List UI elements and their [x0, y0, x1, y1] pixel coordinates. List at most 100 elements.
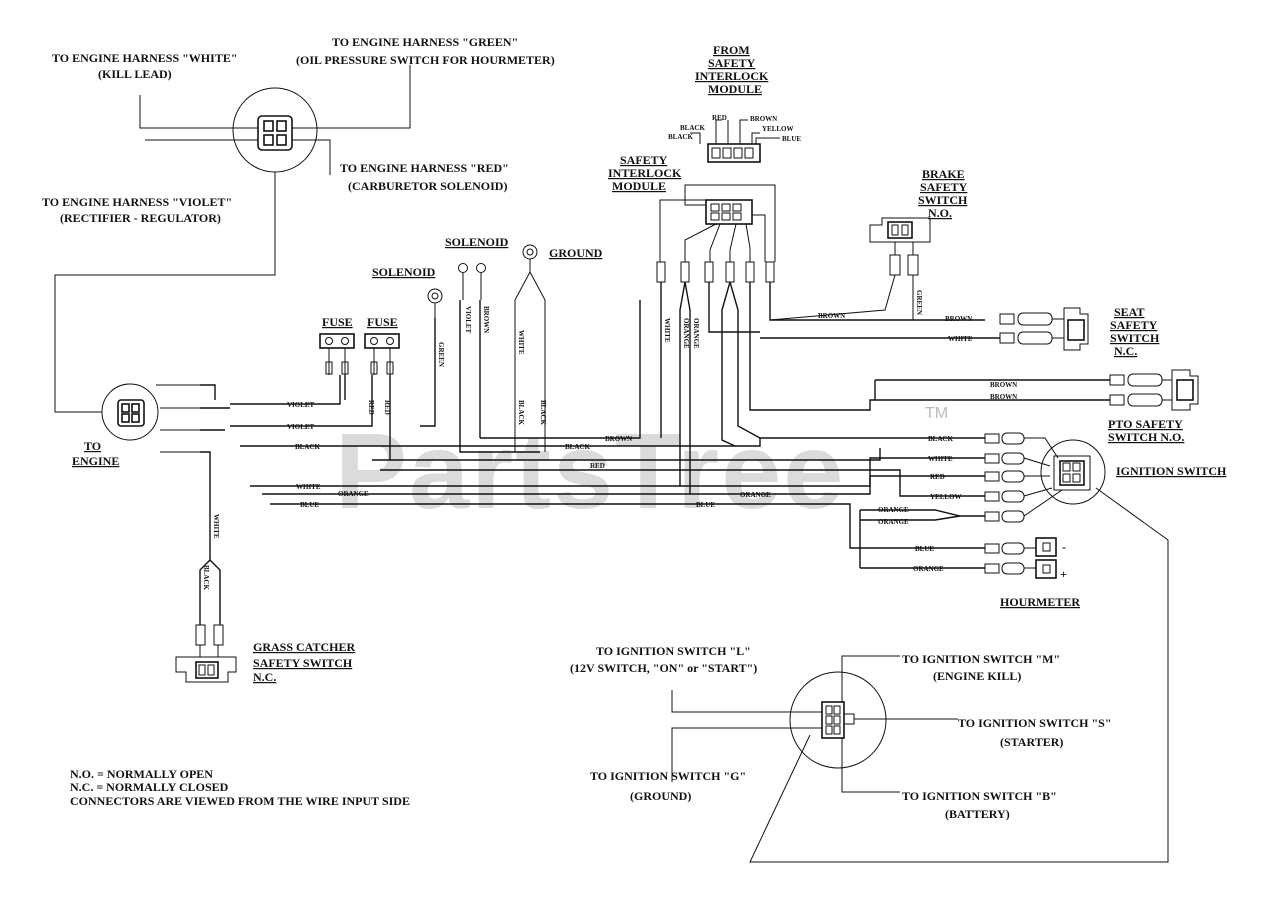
wire-orange-3: ORANGE [682, 318, 690, 349]
label-engine-white: TO ENGINE HARNESS "WHITE" [52, 51, 237, 65]
fuse-1 [319, 333, 355, 375]
label-seat-switch: SWITCH [1110, 331, 1160, 345]
label-pto-switch: SWITCH N.O. [1108, 430, 1184, 444]
wire-red-1: RED [590, 462, 605, 470]
label-ign-s: TO IGNITION SWITCH "S" [958, 716, 1111, 730]
solenoid-terminal-2 [458, 263, 486, 300]
label-ign-m-desc: (ENGINE KILL) [933, 669, 1021, 683]
wire-yellow-2: YELLOW [930, 493, 962, 501]
label-ign-b: TO IGNITION SWITCH "B" [902, 789, 1057, 803]
grass-catcher-connector [175, 624, 237, 683]
label-ignition-switch: IGNITION SWITCH [1116, 464, 1227, 478]
from-interlock-connector [690, 119, 780, 163]
legend-no: N.O. = NORMALLY OPEN [70, 767, 213, 781]
label-engine: ENGINE [72, 454, 119, 468]
brake-switch-connector [769, 217, 985, 321]
label-ign-l-desc: (12V SWITCH, "ON" or "START") [570, 661, 757, 675]
label-oil-pressure: (OIL PRESSURE SWITCH FOR HOURMETER) [296, 53, 555, 67]
wire-black-2: BLACK [565, 443, 590, 451]
label-sim-safety: SAFETY [620, 153, 668, 167]
label-fuse-2: FUSE [367, 315, 398, 329]
hourmeter-plus: + [1060, 567, 1067, 581]
wire-black-6: BLACK [680, 124, 705, 132]
wire-orange-7: ORANGE [913, 565, 944, 573]
wire-white-6: WHITE [212, 514, 220, 539]
wire-orange-4: ORANGE [692, 318, 700, 349]
wire-orange-5: ORANGE [878, 506, 909, 514]
watermark-tm: TM [925, 405, 948, 422]
wire-brown-2: BROWN [482, 306, 490, 333]
label-ign-s-desc: (STARTER) [1000, 735, 1063, 749]
label-to: TO [84, 439, 101, 453]
label-seat: SEAT [1114, 305, 1144, 319]
label-hourmeter: HOURMETER [1000, 595, 1080, 609]
ignition-switch-bottom [789, 671, 887, 769]
wire-violet-2: VIOLET [287, 423, 315, 431]
interlock-module-connector [705, 199, 753, 225]
wire-brown-7: BROWN [990, 393, 1017, 401]
legend-connectors: CONNECTORS ARE VIEWED FROM THE WIRE INPU… [70, 794, 410, 808]
solenoid-terminal-1 [427, 288, 443, 318]
wire-black-5: BLACK [668, 133, 693, 141]
wire-black-1: BLACK [295, 443, 320, 451]
label-brake-safety: SAFETY [920, 180, 968, 194]
label-from-safety: SAFETY [708, 56, 756, 70]
wire-red-5: RED [930, 473, 945, 481]
wire-brown-1: BROWN [605, 435, 632, 443]
wire-blue-2: BLUE [696, 501, 715, 509]
wire-white-5: WHITE [928, 455, 953, 463]
label-kill-lead: (KILL LEAD) [98, 67, 172, 81]
label-from-interlock: INTERLOCK [695, 69, 769, 83]
ignition-switch-plugs [984, 432, 1063, 523]
fuse-2 [364, 333, 400, 375]
label-ign-m: TO IGNITION SWITCH "M" [902, 652, 1060, 666]
wire-blue-4: BLUE [915, 545, 934, 553]
wire-green-1: GREEN [437, 342, 445, 367]
label-from-module: MODULE [708, 82, 762, 96]
engine-harness-connector [232, 87, 318, 173]
label-engine-green: TO ENGINE HARNESS "GREEN" [332, 35, 518, 49]
label-rectifier: (RECTIFIER - REGULATOR) [60, 211, 221, 225]
label-fuse-1: FUSE [322, 315, 353, 329]
wire-red-2: RED [367, 400, 375, 415]
hourmeter-minus: - [1062, 540, 1066, 554]
wire-white-1: WHITE [296, 483, 321, 491]
label-grass-switch: SAFETY SWITCH [253, 656, 353, 670]
label-brake-switch: SWITCH [918, 193, 968, 207]
wire-green-2: GREEN [915, 290, 923, 315]
to-engine-connector [101, 383, 159, 441]
label-engine-red: TO ENGINE HARNESS "RED" [340, 161, 509, 175]
wire-white-3: WHITE [663, 318, 671, 343]
wire-blue-1: BLUE [300, 501, 319, 509]
label-brake-no: N.O. [928, 206, 952, 220]
label-ign-b-desc: (BATTERY) [945, 807, 1010, 821]
label-sim-interlock: INTERLOCK [608, 166, 682, 180]
legend-nc: N.C. = NORMALLY CLOSED [70, 780, 229, 794]
pto-switch-connector [1109, 369, 1199, 411]
label-from: FROM [713, 43, 750, 57]
label-brake: BRAKE [922, 167, 965, 181]
label-grass-catcher: GRASS CATCHER [253, 640, 355, 654]
label-carburetor: (CARBURETOR SOLENOID) [348, 179, 507, 193]
wire-brown-3: BROWN [750, 115, 777, 123]
wire-black-8: BLACK [202, 565, 210, 590]
wire-red-4: RED [712, 114, 727, 122]
wire-black-3: BLACK [517, 400, 525, 425]
ignition-switch-connector [1040, 439, 1106, 505]
wire-orange-6: ORANGE [878, 518, 909, 526]
wire-black-4: BLACK [539, 400, 547, 425]
wire-brown-4: BROWN [818, 312, 845, 320]
wire-red-3: RED [383, 400, 391, 415]
label-engine-violet: TO ENGINE HARNESS "VIOLET" [42, 195, 232, 209]
label-solenoid-2: SOLENOID [445, 235, 509, 249]
wire-white-2: WHITE [517, 330, 525, 355]
wire-brown-5: BROWN [945, 315, 972, 323]
seat-switch-connector [999, 307, 1089, 351]
label-sim-module: MODULE [612, 179, 666, 193]
wire-orange-2: ORANGE [740, 491, 771, 499]
label-seat-safety: SAFETY [1110, 318, 1158, 332]
wire-violet-3: VIOLET [464, 306, 472, 334]
label-pto: PTO SAFETY [1108, 417, 1183, 431]
wire-blue-3: BLUE [782, 135, 801, 143]
